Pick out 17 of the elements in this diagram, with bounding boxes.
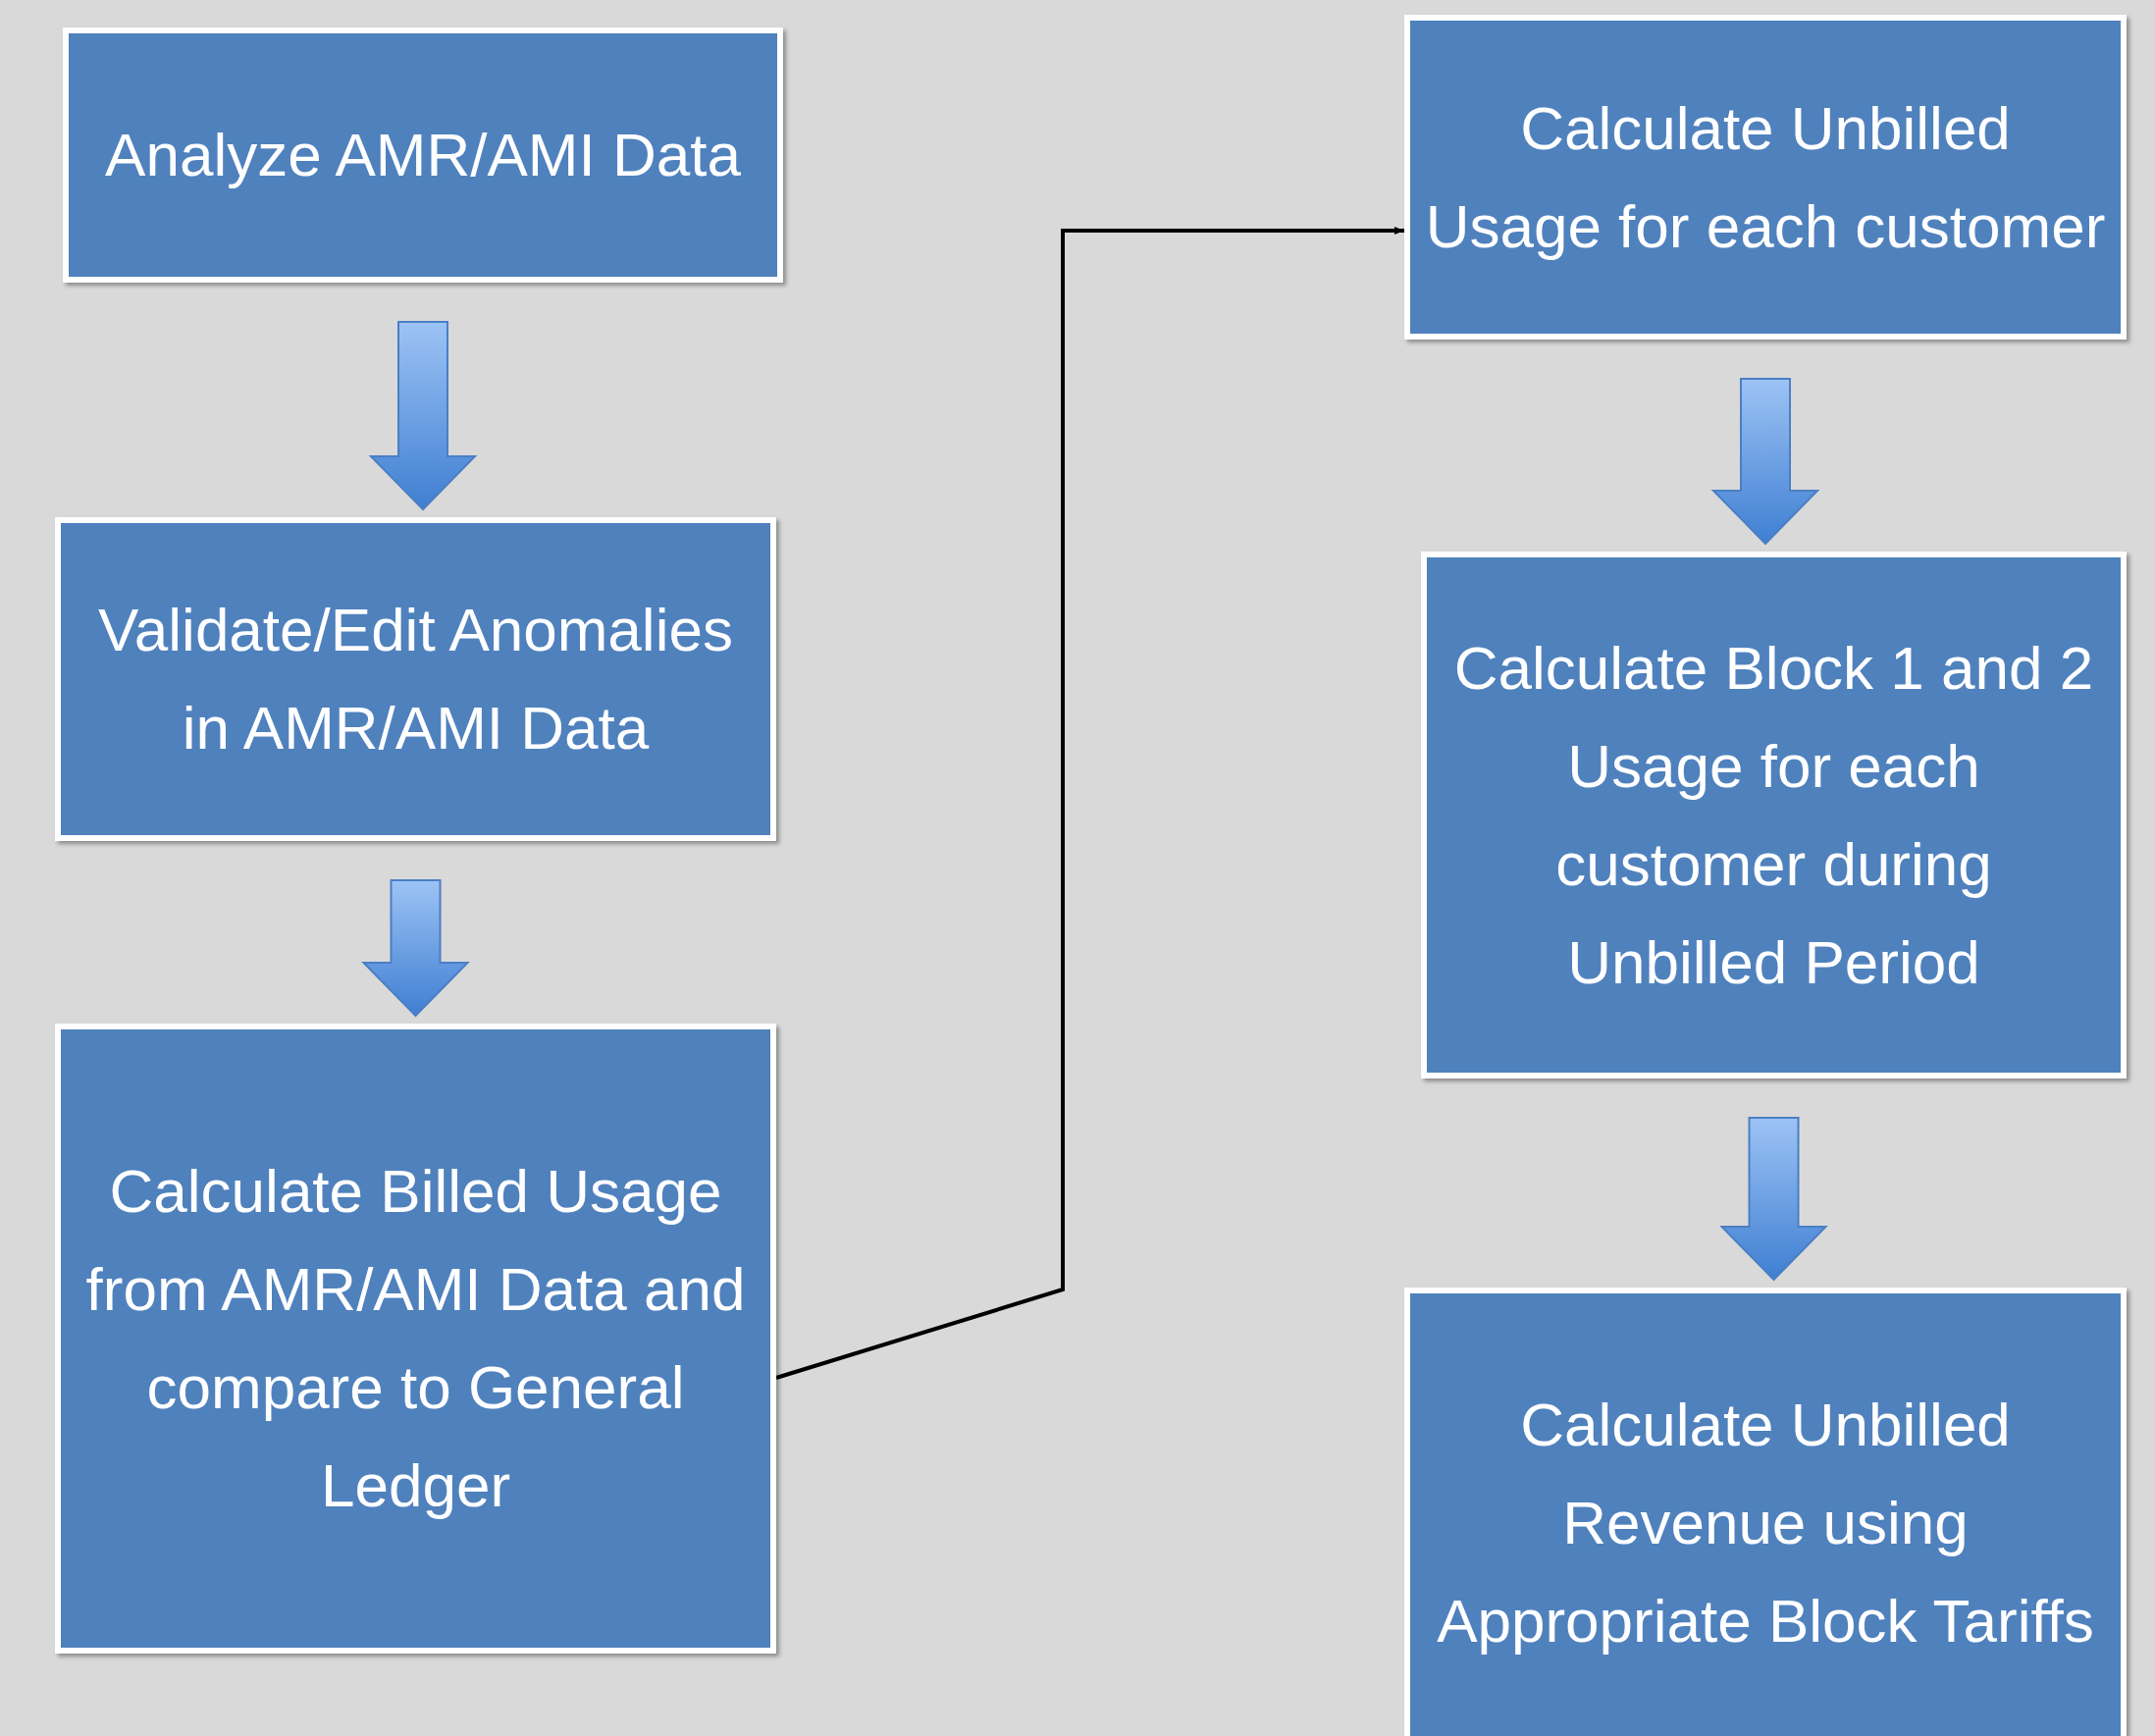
process-box (63, 27, 783, 283)
block-arrow (361, 879, 470, 1018)
process-box (1404, 1288, 2127, 1736)
box-label: Validate/Edit Anomalies in AMR/AMI Data (97, 595, 734, 763)
box-label: Analyze AMR/AMI Data (105, 120, 741, 190)
box-label: Calculate Block 1 and 2 Usage for each customer during Unbilled Period (1452, 632, 2095, 998)
block-arrow (1719, 1117, 1828, 1282)
box-label: Calculate Unbilled Revenue using Appropriate Block Tariffs (1436, 1390, 2095, 1657)
block-arrow (368, 321, 478, 511)
box-label: Calculate Billed Usage from AMR/AMI Data and compare to General Ledger (84, 1156, 747, 1521)
box-label: Calculate Unbilled Usage for each customer (1424, 92, 2107, 262)
process-box (1421, 552, 2127, 1078)
connector-arrow (775, 227, 1404, 1380)
block-arrow (1710, 378, 1820, 546)
process-box (1404, 15, 2127, 340)
process-box (55, 1024, 776, 1654)
process-box (55, 517, 776, 841)
